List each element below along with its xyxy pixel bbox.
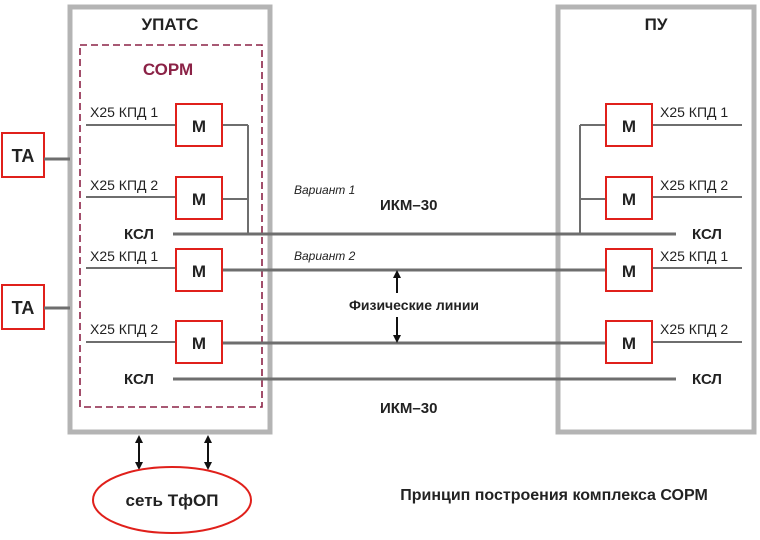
trunk-lines (173, 232, 676, 381)
modem-l2-label: М (192, 190, 206, 209)
variant2-label: Вариант 2 (294, 249, 356, 263)
modem-l2 (175, 176, 223, 220)
left-x25-2b: X25 КПД 2 (90, 321, 158, 337)
right-ksl-1: КСЛ (692, 226, 722, 243)
modem-r3 (605, 248, 653, 292)
ikm-label-bottom: ИКМ–30 (380, 400, 437, 417)
modem-l1 (175, 103, 223, 147)
pstn-ellipse (92, 466, 252, 534)
left-channel-labels: X25 КПД 1 X25 КПД 2 КСЛ X25 КПД 1 X25 КП… (90, 104, 158, 388)
pu-title: ПУ (645, 15, 668, 34)
right-channel-labels: X25 КПД 1 X25 КПД 2 КСЛ X25 КПД 1 X25 КП… (660, 104, 728, 388)
right-x25-1a: X25 КПД 1 (660, 104, 728, 120)
sorm-box (79, 44, 263, 408)
modem-l1-label: М (192, 117, 206, 136)
ta-box-1 (1, 132, 45, 178)
left-ksl-1: КСЛ (124, 226, 154, 243)
right-channel-lines (579, 124, 742, 343)
ta-label-2: ТА (12, 298, 35, 318)
modems-left: М М М М (175, 103, 223, 364)
pu-box (555, 4, 757, 435)
pstn-label: сеть ТфОП (126, 491, 219, 510)
left-x25-1a: X25 КПД 1 (90, 104, 158, 120)
sorm-title: СОРМ (143, 60, 193, 79)
modem-r2 (605, 176, 653, 220)
ikm-label-top: ИКМ–30 (380, 197, 437, 214)
modem-l4-label: М (192, 334, 206, 353)
variant1-label: Вариант 1 (294, 183, 355, 197)
modem-l3-label: М (192, 262, 206, 281)
physical-lines-label: Физические линии (349, 297, 479, 313)
right-ksl-2: КСЛ (692, 371, 722, 388)
left-channel-lines (86, 124, 249, 343)
left-x25-1b: X25 КПД 1 (90, 248, 158, 264)
upats-title: УПАТС (142, 15, 199, 34)
left-x25-2a: X25 КПД 2 (90, 177, 158, 193)
diagram-caption: Принцип построения комплекса СОРМ (400, 487, 708, 504)
modem-r4 (605, 320, 653, 364)
modem-l4 (175, 320, 223, 364)
ta-label-1: ТА (12, 146, 35, 166)
right-x25-2a: X25 КПД 2 (660, 177, 728, 193)
modems-right: М М М М (605, 103, 653, 364)
modem-r1 (605, 103, 653, 147)
upats-box (67, 4, 273, 435)
modem-l3 (175, 248, 223, 292)
modem-r1-label: М (622, 117, 636, 136)
modem-r4-label: М (622, 334, 636, 353)
right-x25-1b: X25 КПД 1 (660, 248, 728, 264)
left-ksl-2: КСЛ (124, 371, 154, 388)
modem-r2-label: М (622, 190, 636, 209)
modem-r3-label: М (622, 262, 636, 281)
right-x25-2b: X25 КПД 2 (660, 321, 728, 337)
